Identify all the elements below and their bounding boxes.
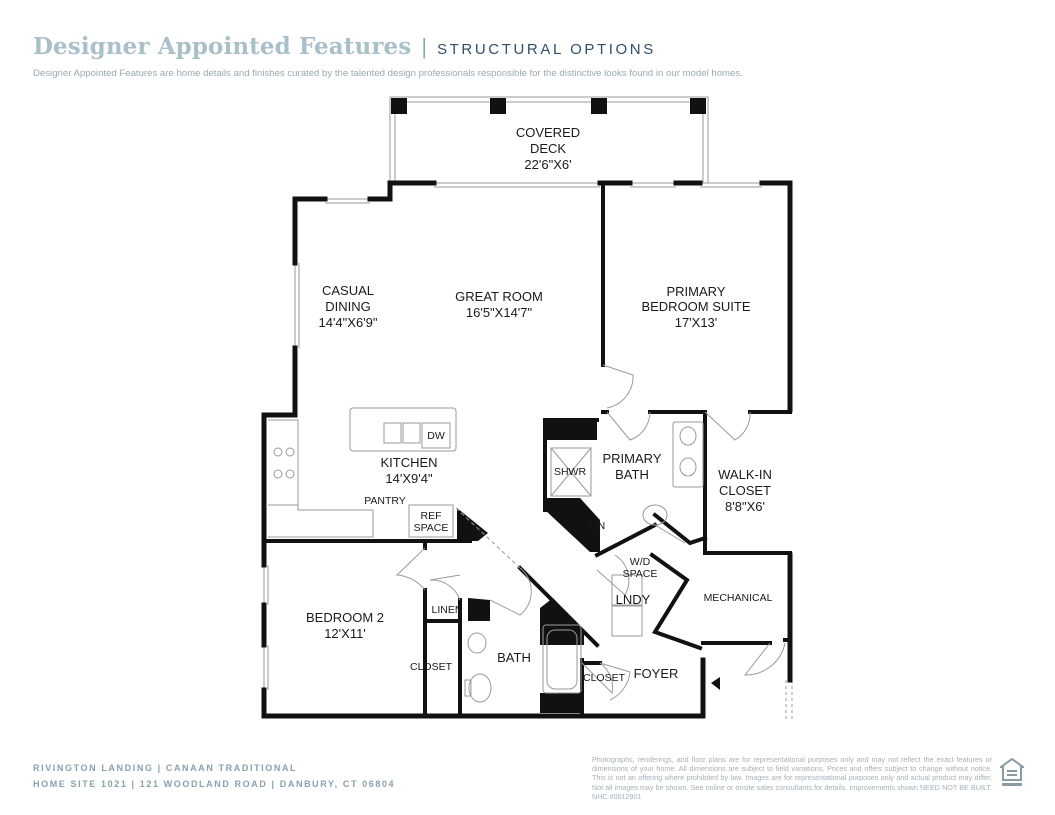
- ref-space-label-2: SPACE: [414, 522, 449, 534]
- page-title: Designer Appointed Features: [33, 33, 412, 60]
- door-swings: [395, 364, 786, 701]
- bedroom2-label: BEDROOM 2: [306, 610, 384, 625]
- great-room-dims: 16'5"X14'7": [466, 305, 533, 320]
- bath-fixtures: [464, 421, 704, 703]
- ref-space-label: REF: [421, 510, 442, 522]
- title-row: Designer Appointed Features | STRUCTURAL…: [33, 33, 1023, 60]
- laundry-label: LNDY: [616, 592, 651, 607]
- section-title: STRUCTURAL OPTIONS: [437, 41, 656, 58]
- entry-arrow-icon: [711, 677, 720, 690]
- bedroom2-dims: 12'X11': [324, 626, 366, 641]
- title-divider: |: [421, 34, 428, 59]
- footer-community-info: RIVINGTON LANDING | CANAAN TRADITIONAL H…: [33, 760, 395, 792]
- room-labels: COVERED DECK 22'6"X6' CASUAL DINING 14'4…: [306, 125, 772, 681]
- kitchen-fixtures: [268, 407, 521, 569]
- mechanical-label: MECHANICAL: [704, 592, 773, 604]
- covered-deck-label-2: DECK: [530, 141, 566, 156]
- great-room-label: GREAT ROOM: [455, 289, 543, 304]
- foyer-closet-label: CLOSET: [583, 672, 626, 684]
- walk-in-closet-label-2: CLOSET: [719, 483, 771, 498]
- walk-in-closet-dims: 8'8"X6': [725, 499, 765, 514]
- casual-dining-label: CASUAL: [322, 283, 374, 298]
- casual-dining-dims: 14'4"X6'9": [318, 315, 377, 330]
- pantry-label: PANTRY: [364, 495, 406, 507]
- walk-in-closet-label: WALK-IN: [718, 467, 772, 482]
- primary-suite-label: PRIMARY: [667, 284, 726, 299]
- solid-wall-blocks: [457, 420, 600, 713]
- bath-label: BATH: [497, 650, 531, 665]
- primary-suite-label-2: BEDROOM SUITE: [641, 299, 750, 314]
- equal-housing-icon: [1000, 758, 1024, 786]
- wd-space-label: W/D: [630, 556, 651, 568]
- community-name: RIVINGTON LANDING | CANAAN TRADITIONAL: [33, 763, 298, 773]
- kitchen-dims: 14'X9'4": [385, 471, 433, 486]
- casual-dining-label-2: DINING: [325, 299, 371, 314]
- wd-space-label-2: SPACE: [623, 568, 658, 580]
- foyer-label: FOYER: [634, 666, 679, 681]
- bedroom2-closet-label: CLOSET: [410, 661, 453, 673]
- small-labels: MECHANICAL CLOSET CLOSET LINEN LIN SHWR …: [364, 430, 772, 684]
- dishwasher-label: DW: [427, 430, 445, 442]
- primary-bath-label-2: BATH: [615, 467, 649, 482]
- exterior-walls: [261, 180, 793, 719]
- primary-bath-label: PRIMARY: [603, 451, 662, 466]
- primary-suite-dims: 17'X13': [675, 315, 718, 330]
- shower-label: SHWR: [554, 466, 586, 478]
- page-subtitle: Designer Appointed Features are home det…: [33, 68, 743, 79]
- home-site-address: HOME SITE 1021 | 121 WOODLAND ROAD | DAN…: [33, 779, 396, 789]
- kitchen-label: KITCHEN: [380, 455, 437, 470]
- covered-deck-label: COVERED: [516, 125, 580, 140]
- linen-label: LINEN: [432, 604, 463, 616]
- covered-deck-dims: 22'6"X6': [524, 157, 571, 172]
- page-header: Designer Appointed Features | STRUCTURAL…: [33, 33, 1023, 79]
- window-lines: [263, 182, 793, 720]
- lin-label: LIN: [589, 520, 605, 532]
- deck-posts: [391, 98, 706, 114]
- legal-disclaimer: Photographs, renderings, and floor plans…: [592, 755, 992, 801]
